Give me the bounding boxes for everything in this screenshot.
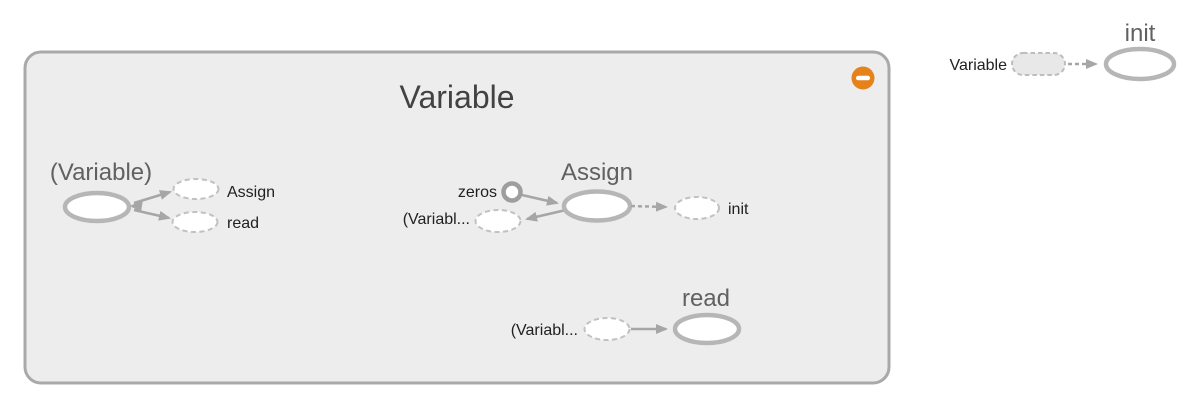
- metanode-title: Variable: [399, 79, 514, 115]
- proxy-node-init[interactable]: [674, 196, 720, 220]
- proxy-label-init: init: [728, 201, 749, 218]
- proxy-pill-variable-external[interactable]: [1011, 52, 1066, 76]
- node-read[interactable]: [672, 312, 742, 346]
- node-read-title: read: [682, 285, 730, 312]
- const-label-zeros: zeros: [458, 184, 497, 201]
- const-node-zeros[interactable]: [501, 181, 523, 203]
- proxy-node-read[interactable]: [171, 211, 219, 233]
- node-variable-input-title: (Variable): [50, 159, 152, 186]
- minus-icon: [856, 75, 870, 81]
- node-init-external-title: init: [1125, 20, 1156, 47]
- node-assign-title: Assign: [561, 159, 633, 186]
- edge-assign-to-variable-proxy: [525, 208, 567, 222]
- edge-assign-to-init-proxy: [630, 201, 668, 212]
- collapse-button[interactable]: [851, 66, 875, 90]
- proxy-label-assign: Assign: [227, 184, 275, 201]
- proxy-label-variable-bottom: (Variabl...: [511, 322, 578, 339]
- edge-arrowhead-into-variable: [130, 199, 143, 212]
- proxy-label-variable-mid: (Variabl...: [403, 211, 470, 228]
- node-init-external[interactable]: [1103, 46, 1177, 82]
- node-variable-input[interactable]: [62, 190, 132, 224]
- proxy-node-variable-mid[interactable]: [474, 209, 522, 233]
- proxy-label-read: read: [227, 215, 259, 232]
- proxy-node-assign[interactable]: [172, 178, 220, 200]
- edge-zeros-to-assign: [521, 193, 559, 206]
- metanode-variable-container[interactable]: [23, 50, 891, 385]
- external-variable-label: Variable: [949, 57, 1007, 74]
- proxy-node-variable-bottom[interactable]: [583, 317, 631, 341]
- node-assign[interactable]: [561, 189, 633, 223]
